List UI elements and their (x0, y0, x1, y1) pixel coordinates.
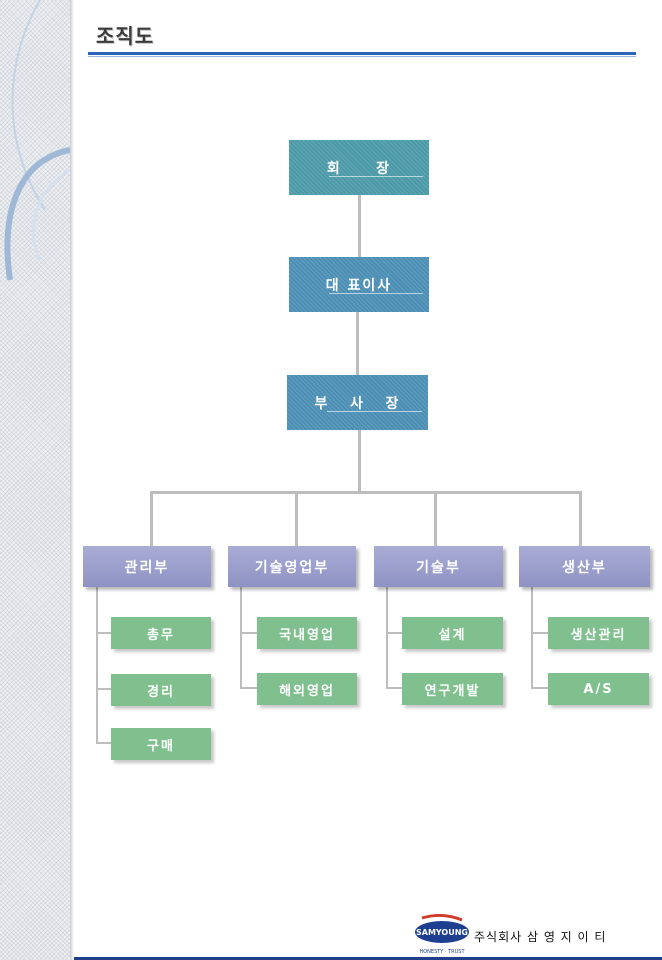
swirl-decoration (4, 0, 70, 281)
vice-president-label: 부 사 장 (314, 395, 401, 412)
sub-accounting: 경리 (111, 674, 211, 706)
connector (579, 491, 582, 546)
connector (434, 491, 437, 546)
connector (240, 632, 258, 634)
ceo-label: 대 표이사 (325, 277, 393, 294)
connector (358, 194, 361, 258)
dept-tech: 기술부 (374, 546, 503, 587)
sub-label: 해외영업 (279, 683, 335, 699)
title-underline-thin (88, 56, 636, 57)
sub-purchasing: 구매 (111, 728, 211, 760)
connector (240, 587, 242, 689)
chairman-label: 회 장 (326, 160, 392, 177)
sub-general-affairs: 총무 (111, 617, 211, 649)
sub-rnd: 연구개발 (402, 673, 503, 705)
sub-domestic-sales: 국내영업 (257, 617, 357, 649)
connector (531, 587, 533, 689)
connector (386, 587, 388, 689)
sub-label: 경리 (147, 684, 175, 700)
connector (356, 312, 359, 376)
sub-label: 국내영업 (279, 627, 335, 643)
connector (96, 742, 112, 744)
chairman-box: 회 장 (289, 140, 429, 195)
connector (531, 687, 549, 689)
dept-production: 생산부 (519, 546, 650, 587)
svg-text:HONESTY · TRUST: HONESTY · TRUST (419, 949, 465, 955)
sub-label: 구매 (147, 738, 175, 754)
dept-production-label: 생산부 (562, 559, 607, 576)
dept-tech-sales: 기술영업부 (228, 546, 356, 587)
dept-admin: 관리부 (83, 546, 211, 587)
connector (96, 688, 112, 690)
connector (531, 632, 549, 634)
dept-admin-label: 관리부 (124, 559, 170, 576)
sidebar-edge (70, 0, 74, 960)
connector (295, 491, 298, 546)
sub-label: A/S (583, 681, 614, 697)
company-name: 주식회사 삼 영 지 이 티 (474, 930, 607, 944)
connector (386, 632, 404, 634)
sub-label: 총무 (147, 627, 175, 643)
connector (96, 587, 98, 744)
sub-design: 설계 (402, 617, 503, 649)
page-title: 조직도 (96, 24, 155, 48)
sub-production-mgmt: 생산관리 (548, 617, 649, 649)
connector (150, 491, 582, 494)
vice-president-box: 부 사 장 (287, 375, 428, 430)
connector (96, 632, 112, 634)
decorative-sidebar (0, 0, 70, 960)
dept-tech-sales-label: 기술영업부 (254, 559, 330, 576)
svg-text:SAMYOUNG: SAMYOUNG (416, 928, 468, 937)
connector (386, 687, 404, 689)
dept-tech-label: 기술부 (416, 559, 461, 576)
connector (150, 491, 153, 546)
sub-overseas-sales: 해외영업 (257, 673, 357, 705)
title-underline (88, 52, 636, 55)
company-logo: SAMYOUNG HONESTY · TRUST (414, 913, 470, 956)
sub-label: 연구개발 (424, 683, 481, 699)
connector (358, 430, 361, 492)
connector (240, 687, 258, 689)
sub-label: 설계 (438, 627, 467, 643)
bottom-rule (74, 957, 662, 960)
sub-after-service: A/S (548, 673, 649, 705)
sub-label: 생산관리 (570, 627, 627, 643)
ceo-box: 대 표이사 (289, 257, 429, 312)
